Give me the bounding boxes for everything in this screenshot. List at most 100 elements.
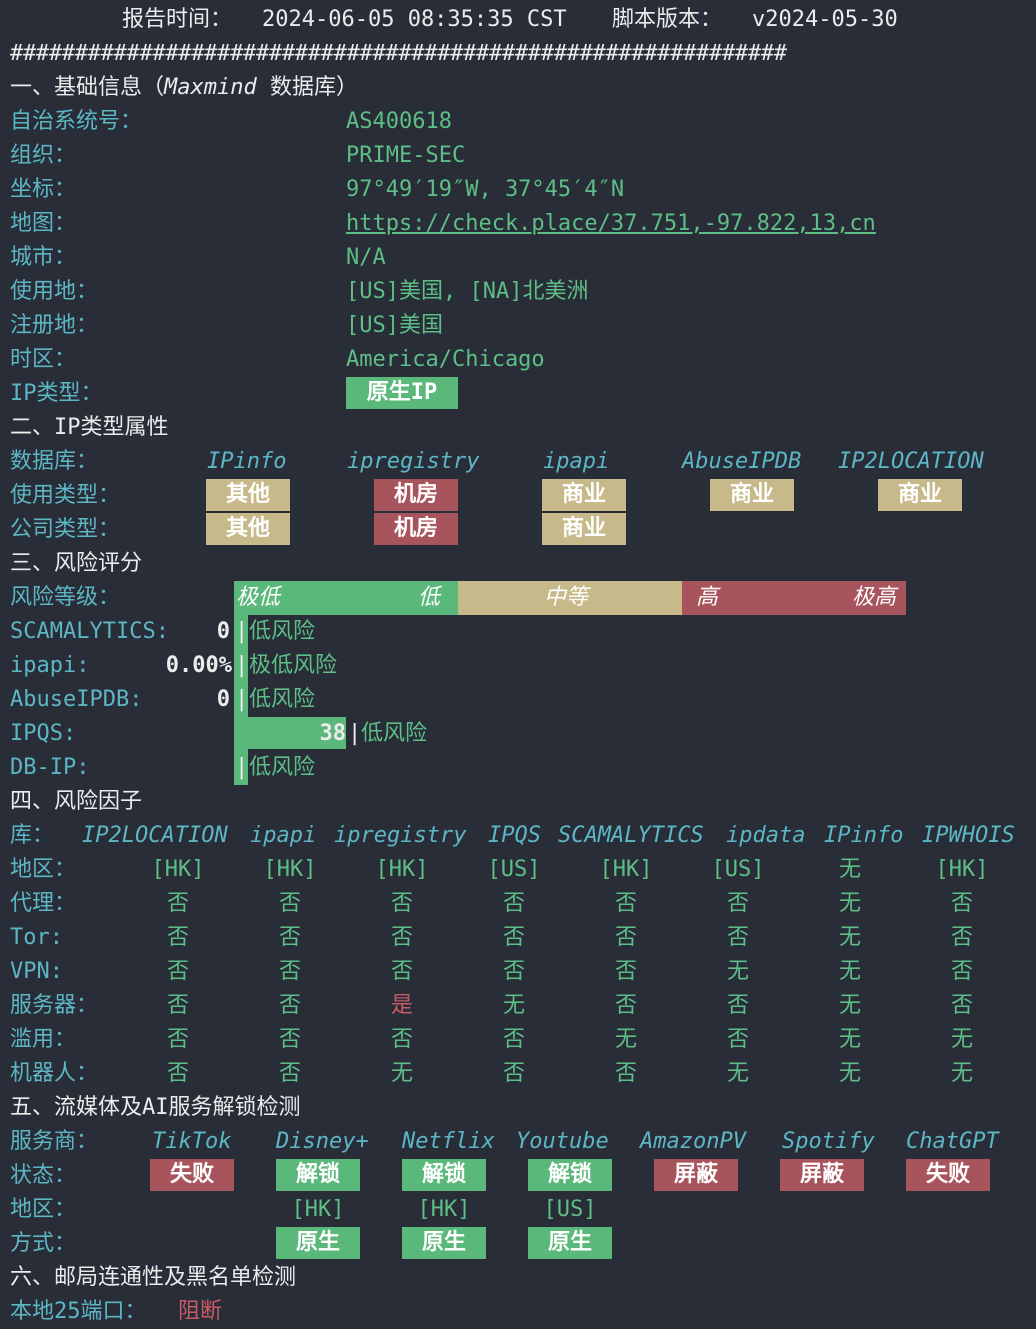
factor-cell-abuse-2: 否 bbox=[390, 1027, 413, 1052]
ip-type-label: IP类型： bbox=[10, 381, 103, 406]
usage-location-value: [US]美国, [NA]北美洲 bbox=[346, 279, 589, 304]
scale-high: 高 bbox=[696, 585, 719, 610]
ipqs-score-fill bbox=[234, 717, 346, 749]
abuseipdb-risk-label: AbuseIPDB: bbox=[10, 687, 143, 712]
factor-cell-proxy-6: 无 bbox=[838, 891, 861, 916]
factor-cell-abuse-0: 否 bbox=[166, 1027, 189, 1052]
section-iptype-title: 二、IP类型属性 bbox=[10, 415, 169, 440]
risk-scale-low: 极低 低 bbox=[234, 581, 458, 615]
db-ipregistry: ipregistry bbox=[347, 449, 480, 474]
usage-type-ipregistry: 机房 bbox=[374, 479, 458, 511]
map-link[interactable]: https://check.place/37.751,-97.822,13,cn bbox=[346, 211, 876, 236]
factor-cell-proxy-2: 否 bbox=[390, 891, 413, 916]
library-label: 库： bbox=[10, 823, 55, 848]
factor-cell-bot-7: 无 bbox=[950, 1061, 973, 1086]
section-risk-title: 三、风险评分 bbox=[10, 551, 143, 576]
asn-value: AS400618 bbox=[346, 109, 452, 134]
factor-cell-vpn-1: 否 bbox=[278, 959, 301, 984]
factor-cell-bot-4: 否 bbox=[614, 1061, 637, 1086]
ipqs-risk-score: 38 bbox=[319, 721, 347, 746]
factor-cell-tor-4: 否 bbox=[614, 925, 637, 950]
dbip-risk-score bbox=[120, 751, 230, 785]
factor-cell-vpn-7: 否 bbox=[950, 959, 973, 984]
scamalytics-risk: 低风险 bbox=[249, 619, 316, 644]
script-version-label: 脚本版本： bbox=[612, 7, 723, 32]
factor-cell-vpn-3: 否 bbox=[502, 959, 525, 984]
factor-label-abuse: 滥用： bbox=[10, 1027, 77, 1052]
lib-ip2location: IP2LOCATION bbox=[82, 823, 228, 848]
scale-very-low: 极低 bbox=[236, 585, 281, 610]
factor-cell-bot-3: 否 bbox=[502, 1061, 525, 1086]
company-type-ipinfo: 其他 bbox=[206, 513, 290, 545]
stream-status-label: 状态： bbox=[10, 1163, 77, 1188]
service-disney: Disney+ bbox=[276, 1129, 369, 1154]
factor-cell-region-3: [US] bbox=[487, 857, 541, 882]
section-factors-title: 四、风险因子 bbox=[10, 789, 143, 814]
db-ipinfo: IPinfo bbox=[207, 449, 287, 474]
lib-ipapi: ipapi bbox=[250, 823, 317, 848]
org-value: PRIME-SEC bbox=[346, 143, 466, 168]
lib-ipqs: IPQS bbox=[488, 823, 541, 848]
status-youtube: 解锁 bbox=[528, 1159, 612, 1191]
section-basic-title: 一、基础信息（Maxmind 数据库） bbox=[10, 75, 358, 100]
lib-ipinfo: IPinfo bbox=[824, 823, 904, 848]
factor-cell-region-5: [US] bbox=[711, 857, 765, 882]
factor-cell-abuse-7: 无 bbox=[950, 1027, 973, 1052]
factor-cell-tor-5: 否 bbox=[726, 925, 749, 950]
stream-method-label: 方式： bbox=[10, 1231, 77, 1256]
divider-line: ########################################… bbox=[10, 41, 787, 66]
factor-cell-bot-0: 否 bbox=[166, 1061, 189, 1086]
factor-label-vpn: VPN: bbox=[10, 959, 63, 984]
scamalytics-score: 0 bbox=[216, 619, 230, 644]
report-time: 2024-06-05 08:35:35 CST bbox=[262, 7, 567, 32]
status-disney: 解锁 bbox=[276, 1159, 360, 1191]
lib-ipdata: ipdata bbox=[726, 823, 806, 848]
map-label: 地图： bbox=[10, 211, 77, 236]
factor-cell-proxy-3: 否 bbox=[502, 891, 525, 916]
factor-cell-vpn-0: 否 bbox=[166, 959, 189, 984]
abuseipdb-risk-score: 0 bbox=[216, 687, 230, 712]
status-amazonpv: 屏蔽 bbox=[654, 1159, 738, 1191]
usage-location-label: 使用地： bbox=[10, 279, 99, 304]
service-provider-label: 服务商： bbox=[10, 1129, 99, 1154]
factor-label-server: 服务器： bbox=[10, 993, 99, 1018]
factor-cell-server-1: 否 bbox=[278, 993, 301, 1018]
method-disney: 原生 bbox=[276, 1227, 360, 1259]
risk-level-label: 风险等级： bbox=[10, 585, 121, 610]
factor-cell-tor-3: 否 bbox=[502, 925, 525, 950]
factor-cell-tor-0: 否 bbox=[166, 925, 189, 950]
service-chatgpt: ChatGPT bbox=[906, 1129, 999, 1154]
timezone-label: 时区： bbox=[10, 347, 77, 372]
factor-label-region: 地区： bbox=[10, 857, 77, 882]
factor-cell-region-1: [HK] bbox=[263, 857, 317, 882]
factor-label-tor: Tor: bbox=[10, 925, 63, 950]
factor-cell-proxy-0: 否 bbox=[166, 891, 189, 916]
factor-label-proxy: 代理： bbox=[10, 891, 77, 916]
abuseipdb-risk-text: 低风险 bbox=[249, 687, 316, 712]
registration-label: 注册地： bbox=[10, 313, 99, 338]
region-youtube: [US] bbox=[543, 1197, 597, 1222]
factor-cell-server-0: 否 bbox=[166, 993, 189, 1018]
region-disney: [HK] bbox=[291, 1197, 345, 1222]
method-youtube: 原生 bbox=[528, 1227, 612, 1259]
ipapi-risk-label: ipapi: bbox=[10, 653, 90, 678]
service-youtube: Youtube bbox=[516, 1129, 609, 1154]
org-label: 组织： bbox=[10, 143, 77, 168]
factor-cell-vpn-2: 否 bbox=[390, 959, 413, 984]
ipqs-risk-text: 低风险 bbox=[361, 721, 428, 746]
factor-cell-abuse-3: 否 bbox=[502, 1027, 525, 1052]
lib-scamalytics: SCAMALYTICS bbox=[558, 823, 704, 848]
company-type-label: 公司类型： bbox=[10, 517, 121, 542]
factor-cell-tor-1: 否 bbox=[278, 925, 301, 950]
factor-cell-tor-2: 否 bbox=[390, 925, 413, 950]
factor-cell-vpn-6: 无 bbox=[838, 959, 861, 984]
factor-cell-bot-6: 无 bbox=[838, 1061, 861, 1086]
abuseipdb-marker: | bbox=[235, 687, 249, 712]
factor-cell-tor-6: 无 bbox=[838, 925, 861, 950]
risk-scale-medium: 中等 bbox=[458, 581, 682, 615]
factor-cell-abuse-6: 无 bbox=[838, 1027, 861, 1052]
db-ipapi: ipapi bbox=[543, 449, 610, 474]
factor-cell-server-6: 无 bbox=[838, 993, 861, 1018]
scamalytics-label: SCAMALYTICS: bbox=[10, 619, 169, 644]
